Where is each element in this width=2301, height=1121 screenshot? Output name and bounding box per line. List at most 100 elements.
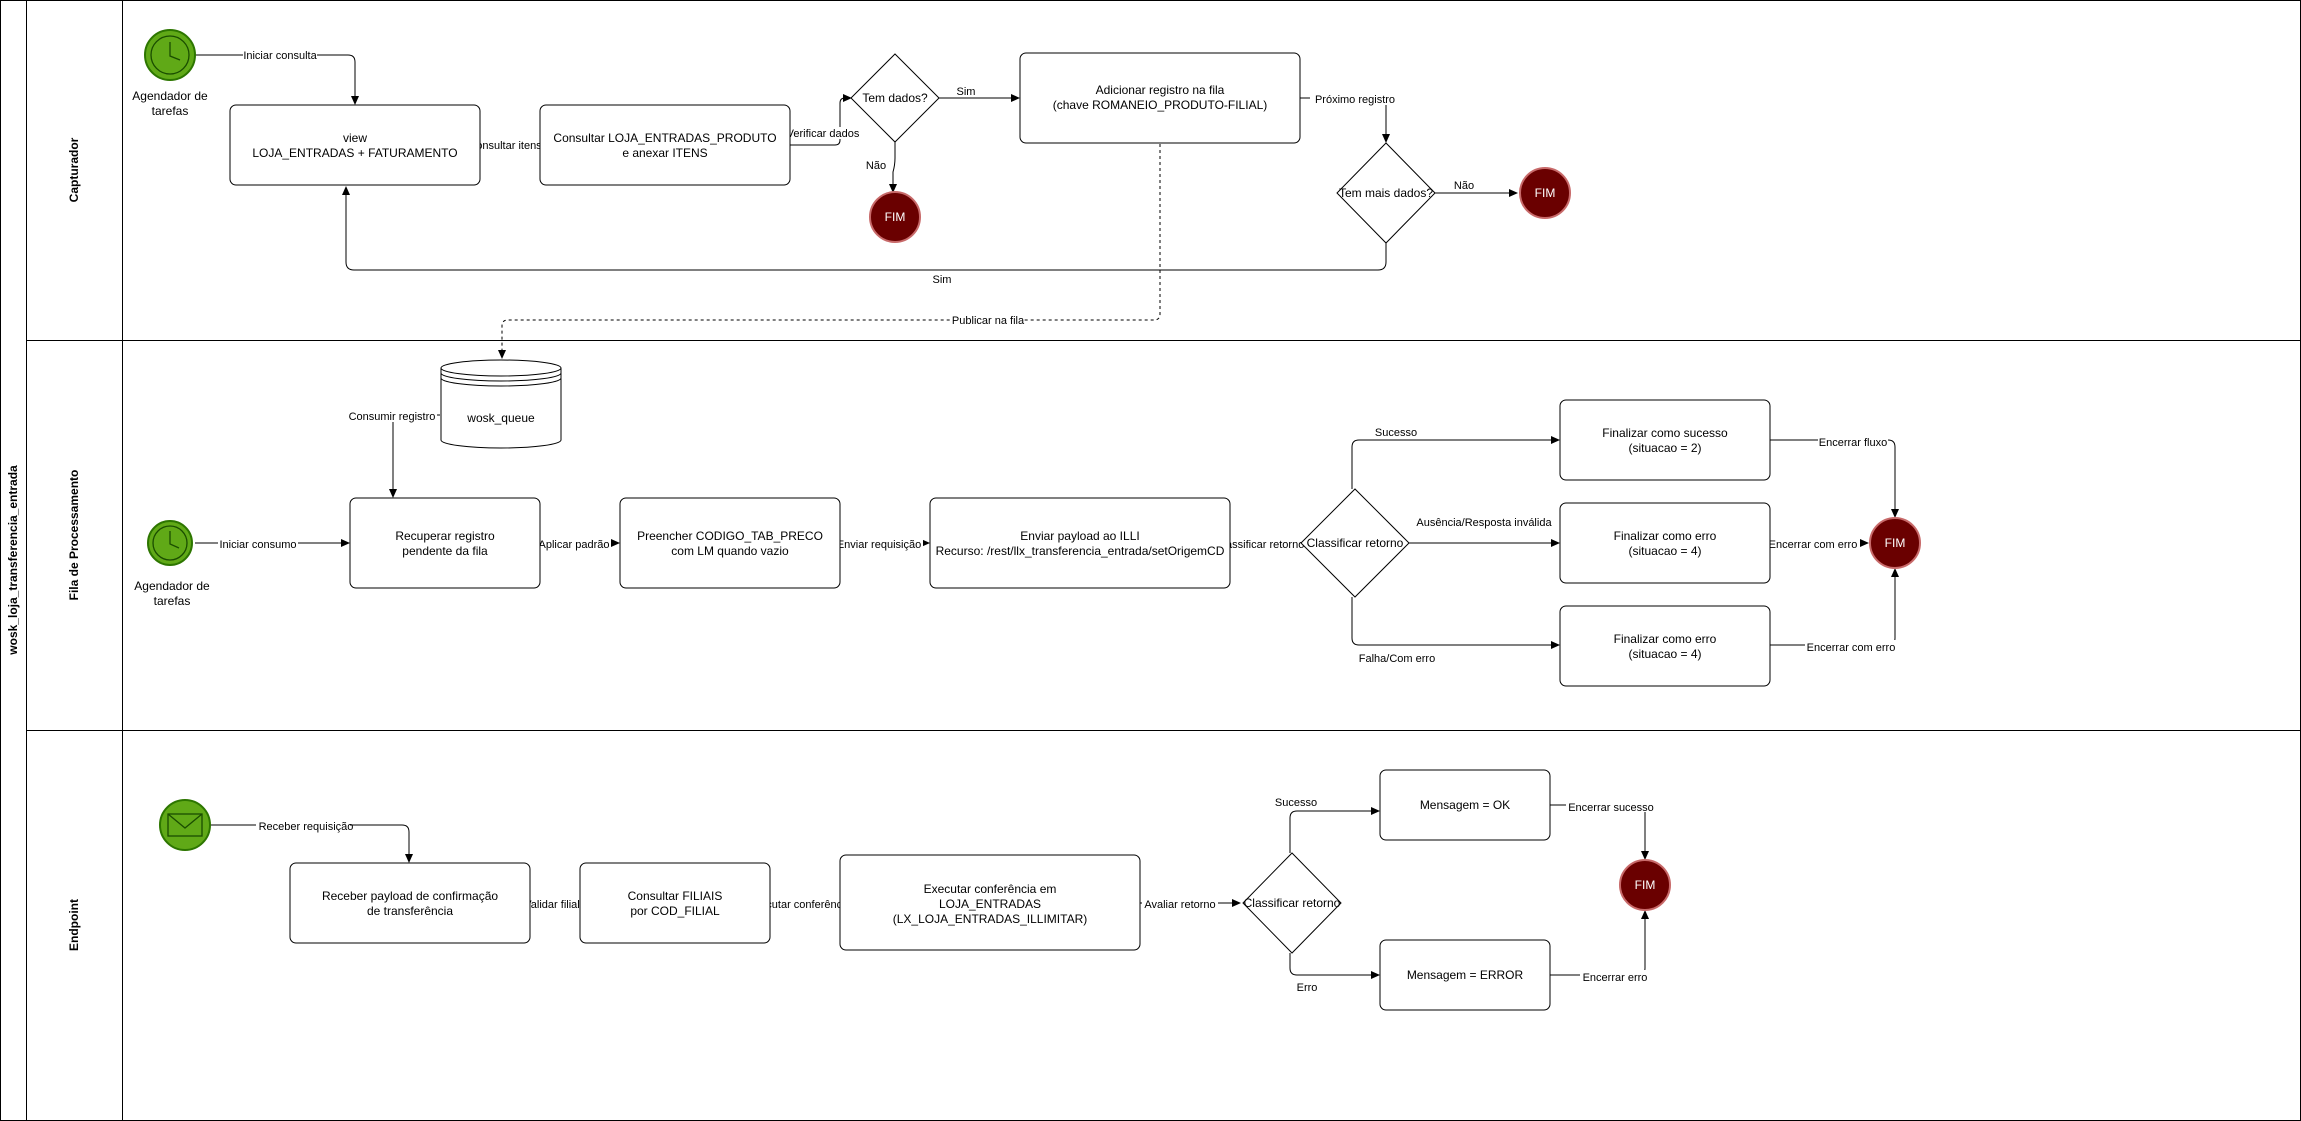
task-preencher: Preencher CODIGO_TAB_PRECO com LM quando… (619, 497, 841, 589)
label-falha: Falha/Com erro (1359, 653, 1435, 665)
edge-iniciar-consulta (195, 54, 359, 105)
label-receber: Receber requisição (259, 821, 354, 833)
fila-edge-labels: Consumir registro Iniciar consumo Aplica… (218, 409, 1897, 665)
label-nao-2: Não (1454, 180, 1474, 192)
lane-title-endpoint: Endpoint (67, 899, 81, 951)
edge-erro-endpoint (1289, 953, 1380, 979)
edge-nao (889, 142, 897, 193)
capturador-edge-labels: Iniciar consulta Consultar itens Verific… (243, 49, 1474, 327)
label-consumir: Consumir registro (349, 411, 436, 423)
gateway-tem-mais-dados: Tem mais dados? (1336, 142, 1436, 244)
end-fim-endpoint: FIM (1619, 859, 1671, 911)
end-fim-tem-dados: FIM (869, 191, 921, 243)
task-finalizar-sucesso: Finalizar como sucesso (situacao = 2) (1559, 399, 1771, 481)
task-view: view LOJA_ENTRADAS + FATURAMENTO (229, 104, 481, 186)
label-classificar-retorno: Classificar retorno (1216, 539, 1305, 551)
label-ausencia: Ausência/Resposta inválida (1416, 517, 1552, 529)
gateway-classificar-label: Classificar retorno (1307, 536, 1404, 550)
fila-timer-label-line1: Agendador de (134, 579, 210, 593)
task-enviar-payload: Enviar payload ao ILLI Recurso: /rest/ll… (929, 497, 1231, 589)
gateway-tem-dados: Tem dados? (850, 53, 940, 143)
label-executar: Executar conferência (747, 899, 851, 911)
task-preencher-line2: com LM quando vazio (671, 544, 789, 558)
capturador-timer-start: Agendador de tarefas (132, 29, 208, 118)
timer-label-line1: Agendador de (132, 89, 208, 103)
gateway-classificar-endpoint-label: Classificar retorno (1244, 896, 1341, 910)
label-nao: Não (866, 160, 886, 172)
label-encerrar-erro-endpoint: Encerrar erro (1583, 972, 1648, 984)
task-erro-line2: (situacao = 4) (1628, 544, 1701, 558)
label-sim: Sim (957, 86, 976, 98)
task-executar-conferencia: Executar conferência em LOJA_ENTRADAS (L… (839, 854, 1141, 951)
task-adicionar-line2: (chave ROMANEIO_PRODUTO-FILIAL) (1053, 98, 1268, 112)
task-msg-error-label: Mensagem = ERROR (1407, 968, 1524, 982)
end-fim-capturador: FIM (1519, 167, 1571, 219)
task-erro2-line2: (situacao = 4) (1628, 647, 1701, 661)
task-adicionar-fila: Adicionar registro na fila (chave ROMANE… (1019, 52, 1301, 144)
label-sucesso-endpoint: Sucesso (1275, 797, 1317, 809)
gateway-classificar-endpoint: Classificar retorno (1242, 852, 1342, 954)
lane-title-fila: Fila de Processamento (67, 470, 81, 601)
task-preencher-line1: Preencher CODIGO_TAB_PRECO (637, 529, 823, 543)
label-iniciar-consumo: Iniciar consumo (219, 539, 296, 551)
edge-falha (1351, 597, 1560, 649)
task-recuperar-line2: pendente da fila (402, 544, 488, 558)
lane-title-capturador: Capturador (67, 137, 81, 202)
label-erro-endpoint: Erro (1297, 982, 1318, 994)
gateway-tem-dados-label: Tem dados? (862, 91, 928, 105)
label-encerrar-erro-2: Encerrar com erro (1807, 642, 1896, 654)
fila-timer-start: Agendador de tarefas (134, 520, 210, 608)
task-receber-line2: de transferência (367, 904, 453, 918)
gateway-classificar-retorno: Classificar retorno (1300, 488, 1410, 598)
task-consultar-filiais: Consultar FILIAIS por COD_FILIAL (579, 862, 771, 944)
task-finalizar-erro-2: Finalizar como erro (situacao = 4) (1559, 605, 1771, 687)
task-enviar-line2: Recurso: /rest/llx_transferencia_entrada… (936, 544, 1225, 558)
task-sucesso-line1: Finalizar como sucesso (1602, 426, 1728, 440)
task-receber-payload: Receber payload de confirmação de transf… (289, 862, 531, 944)
gateway-tem-mais-dados-label: Tem mais dados? (1339, 186, 1433, 200)
timer-label-line2: tarefas (152, 104, 189, 118)
task-executar-line3: (LX_LOJA_ENTRADAS_ILLIMITAR) (893, 912, 1088, 926)
task-consultar-line1: Consultar LOJA_ENTRADAS_PRODUTO (553, 131, 776, 145)
label-sim-loop: Sim (933, 274, 952, 286)
label-encerrar-fluxo: Encerrar fluxo (1819, 437, 1887, 449)
task-consultar-produto: Consultar LOJA_ENTRADAS_PRODUTO e anexar… (539, 104, 791, 186)
queue-label: wosk_queue (466, 411, 535, 425)
label-publicar: Publicar na fila (952, 315, 1025, 327)
end-fim-fila: FIM (1869, 517, 1921, 569)
task-recuperar-line1: Recuperar registro (395, 529, 495, 543)
task-mensagem-ok: Mensagem = OK (1379, 769, 1551, 841)
task-erro-line1: Finalizar como erro (1614, 529, 1717, 543)
task-erro2-line1: Finalizar como erro (1614, 632, 1717, 646)
endpoint-edge-labels: Receber requisição Validar filial Execut… (256, 797, 1654, 994)
edge-encerrar-fluxo (1770, 439, 1899, 518)
task-executar-line1: Executar conferência em (924, 882, 1057, 896)
task-consultar-line2: e anexar ITENS (622, 146, 707, 160)
label-aplicar-padrao: Aplicar padrão (539, 539, 610, 551)
end-fim-capturador-label: FIM (1535, 186, 1556, 200)
edge-receber (210, 824, 413, 863)
end-fim-label: FIM (885, 210, 906, 224)
task-receber-line1: Receber payload de confirmação (322, 889, 498, 903)
task-mensagem-error: Mensagem = ERROR (1379, 939, 1551, 1011)
edge-sucesso (1351, 436, 1560, 489)
task-view-line1: view (343, 131, 367, 145)
edge-verificar-dados (790, 94, 852, 146)
edge-sucesso-endpoint (1289, 807, 1380, 853)
label-proximo-registro: Próximo registro (1315, 94, 1395, 106)
label-validar: Validar filial (524, 899, 579, 911)
task-executar-line2: LOJA_ENTRADAS (939, 897, 1041, 911)
task-enviar-line1: Enviar payload ao ILLI (1020, 529, 1139, 543)
message-start-event (159, 799, 211, 851)
label-verificar-dados: Verificar dados (787, 128, 860, 140)
envelope-icon (167, 813, 203, 837)
task-filiais-line2: por COD_FILIAL (630, 904, 720, 918)
task-view-line2: LOJA_ENTRADAS + FATURAMENTO (252, 146, 457, 160)
label-avaliar: Avaliar retorno (1144, 899, 1215, 911)
label-encerrar-sucesso: Encerrar sucesso (1568, 802, 1654, 814)
task-filiais-line1: Consultar FILIAIS (628, 889, 723, 903)
task-finalizar-erro-1: Finalizar como erro (situacao = 4) (1559, 502, 1771, 584)
edge-sim-loop (342, 186, 1387, 271)
fila-timer-label-line2: tarefas (154, 594, 191, 608)
